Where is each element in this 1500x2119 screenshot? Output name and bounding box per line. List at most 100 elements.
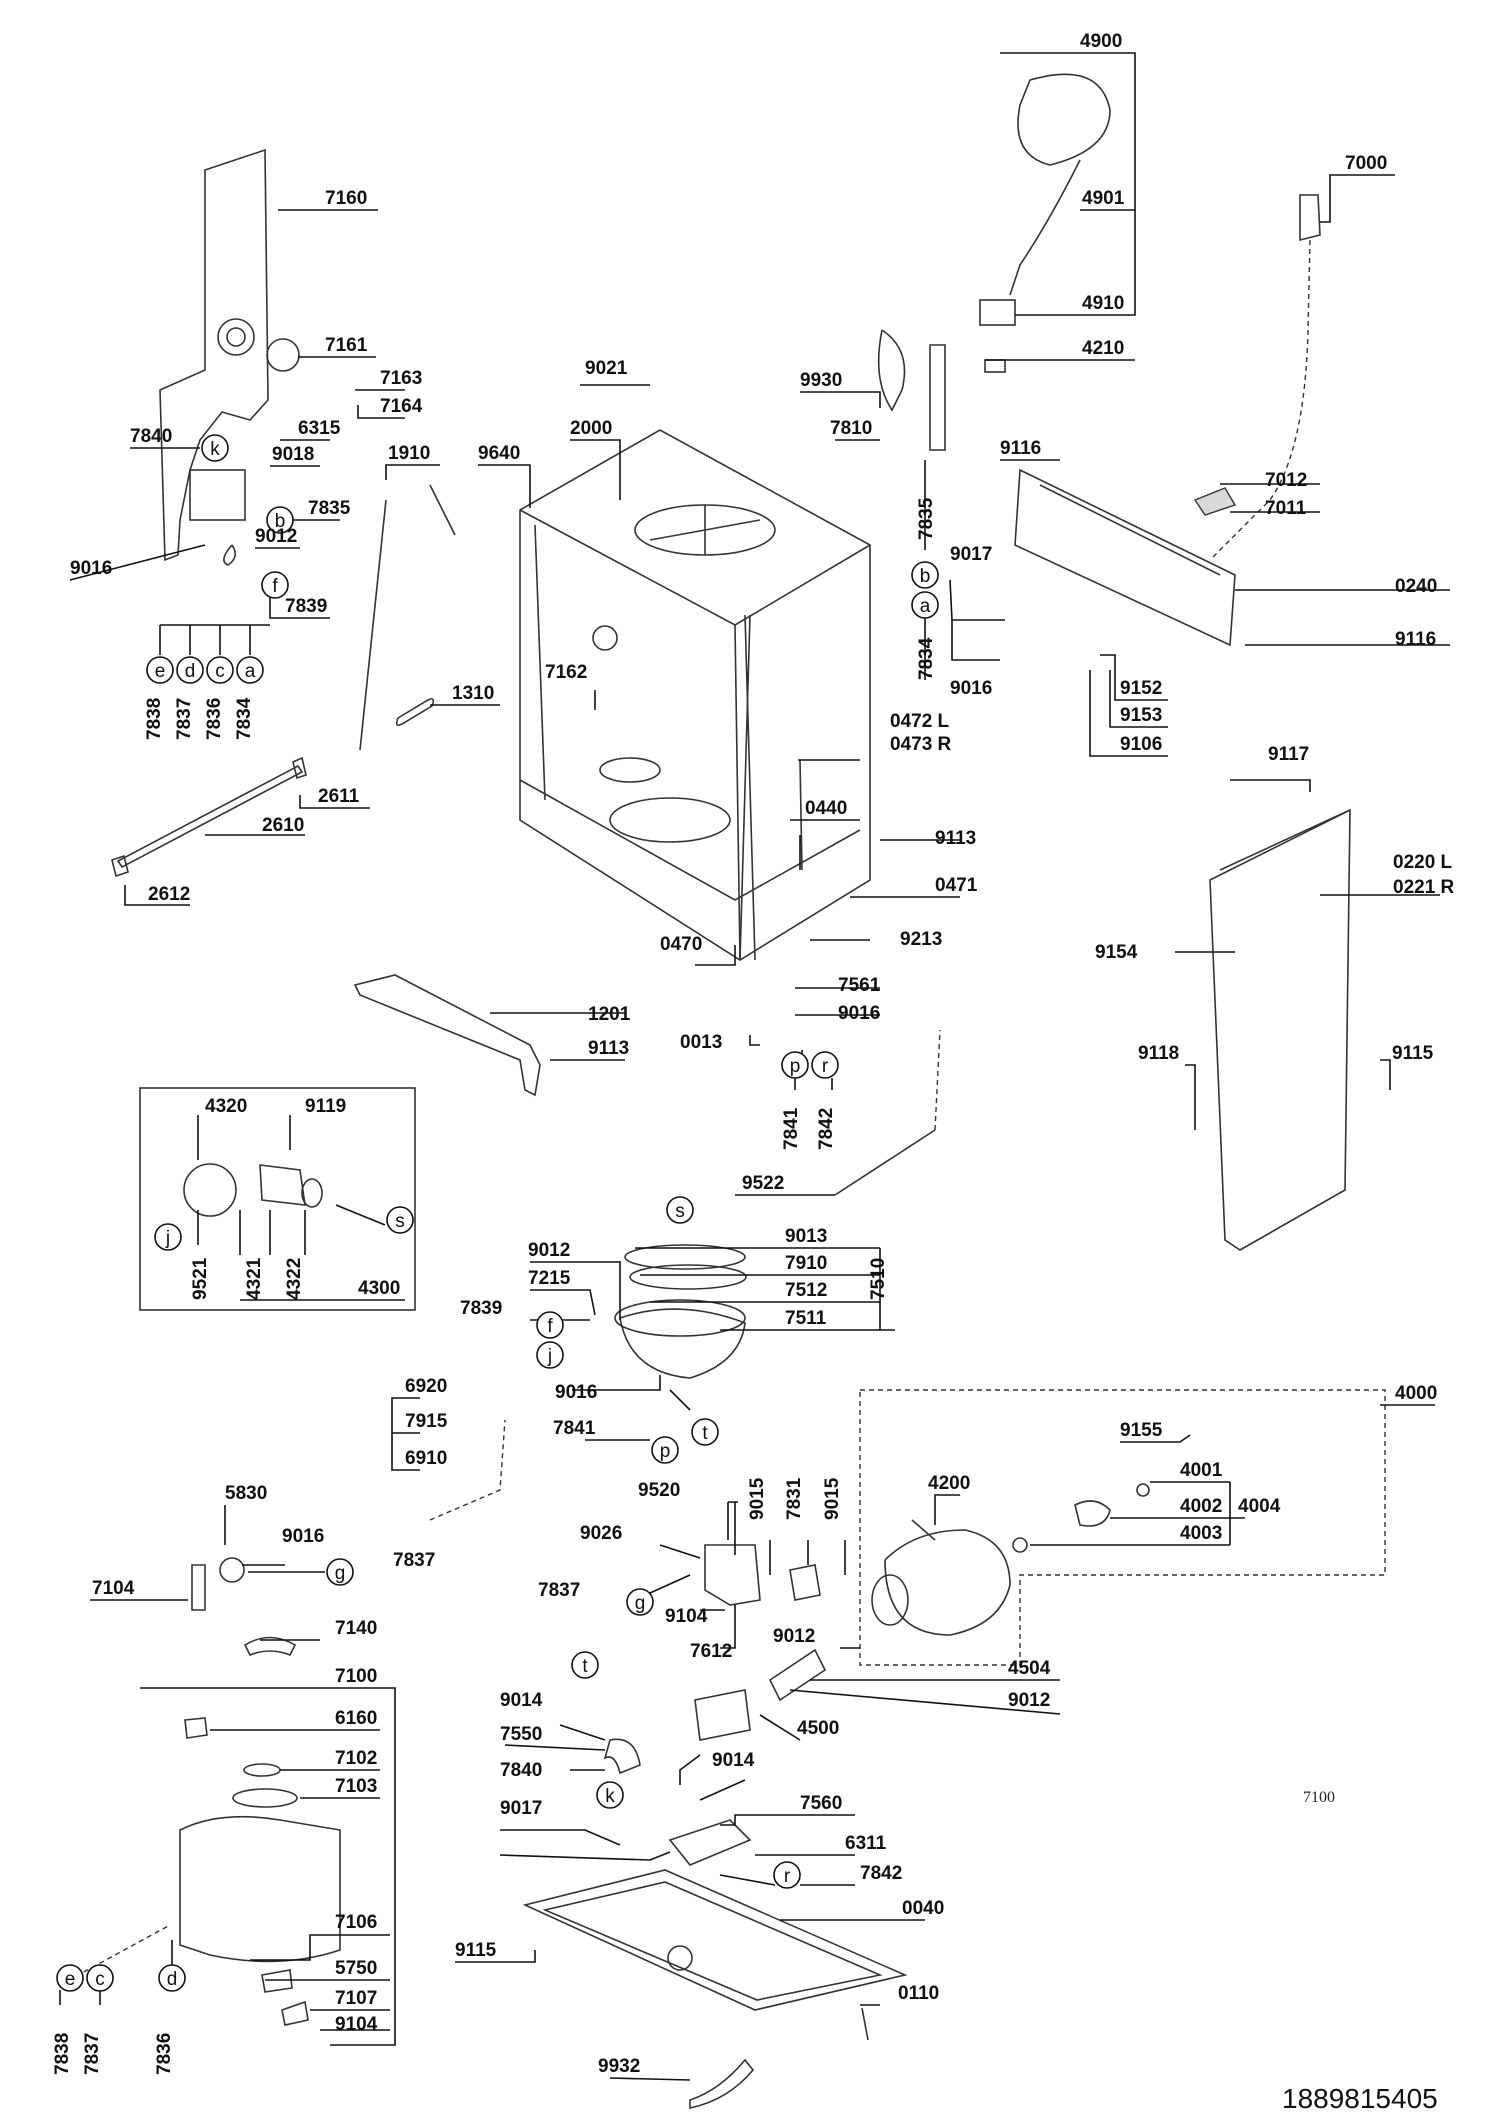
part-4901-cable [1009, 159, 1081, 296]
label-7140: 7140 [335, 1618, 377, 1639]
label-7836-top: 7836 [204, 698, 225, 740]
label-6920: 6920 [405, 1376, 447, 1397]
part-7161-ring [266, 338, 300, 372]
label-2610: 2610 [262, 815, 304, 836]
label-9016-mid: 9016 [838, 1003, 880, 1024]
svg-text:j: j [165, 1228, 170, 1249]
part-number-labels: 4900 4901 4910 4210 7000 7160 7161 7163 … [52, 31, 1455, 2077]
label-4320: 4320 [205, 1096, 247, 1117]
label-5830: 5830 [225, 1483, 267, 1504]
part-7910-ring [629, 1264, 747, 1290]
part-2610-strip [116, 764, 304, 869]
label-9012-motor: 9012 [1008, 1690, 1050, 1711]
part-0240-rail-inner [1039, 484, 1221, 576]
part-4002-impeller [1074, 1500, 1111, 1527]
part-7550-elbow [603, 1738, 641, 1775]
label-7837-bottom: 7837 [82, 2033, 103, 2075]
label-9118: 9118 [1138, 1043, 1179, 1064]
label-7915: 7915 [405, 1411, 448, 1432]
svg-text:t: t [582, 1656, 588, 1677]
part-4200-shaft [911, 1519, 936, 1541]
part-4321-elbow [259, 1164, 306, 1206]
part-0440-spring [799, 759, 803, 871]
label-9213: 9213 [900, 929, 942, 950]
callout-g-2: g [626, 1588, 654, 1616]
label-9021: 9021 [585, 358, 628, 379]
label-2612: 2612 [148, 884, 190, 905]
label-0013: 0013 [680, 1032, 722, 1053]
label-4003: 4003 [1180, 1523, 1222, 1544]
leader-lines [59, 52, 1450, 2081]
label-9155: 9155 [1120, 1420, 1163, 1441]
label-7838-top: 7838 [144, 698, 165, 740]
part-7140-cap [243, 1636, 297, 1657]
label-7831: 7831 [784, 1477, 805, 1520]
label-9014-bottom: 9014 [712, 1750, 755, 1771]
part-1310-clip [395, 698, 435, 726]
svg-text:r: r [822, 1056, 829, 1077]
label-7104: 7104 [92, 1578, 135, 1599]
part-0240-rail [1014, 468, 1236, 647]
label-4504: 4504 [1008, 1658, 1051, 1679]
label-7612: 7612 [690, 1641, 732, 1662]
part-7103-ring [232, 1788, 298, 1808]
label-0470: 0470 [660, 934, 702, 955]
label-9521: 9521 [190, 1257, 211, 1300]
label-4002: 4002 [1180, 1496, 1222, 1517]
label-7160: 7160 [325, 188, 367, 209]
svg-text:s: s [675, 1201, 685, 1222]
label-9154: 9154 [1095, 942, 1138, 963]
callout-b-1: b [266, 506, 294, 534]
label-9014-top: 9014 [500, 1690, 543, 1711]
callout-r-1: r [811, 1051, 839, 1079]
label-4910: 4910 [1082, 293, 1124, 314]
part-6910-hose-dash [429, 1419, 506, 1521]
label-7000: 7000 [1345, 153, 1387, 174]
callout-f-2: f [536, 1311, 564, 1339]
part-2612-end [111, 854, 129, 878]
label-7838-bottom: 7838 [52, 2033, 73, 2075]
label-7836-bottom: 7836 [154, 2033, 175, 2075]
callout-k-1: k [201, 434, 229, 462]
svg-text:b: b [275, 511, 286, 532]
label-9012-lower: 9012 [773, 1626, 815, 1647]
callout-j-2: j [536, 1341, 564, 1369]
part-7511-sump-top [614, 1299, 746, 1337]
label-9115-right: 9115 [1392, 1043, 1434, 1064]
label-4322: 4322 [284, 1258, 305, 1300]
label-0040: 0040 [902, 1898, 944, 1919]
svg-text:c: c [95, 1969, 105, 1990]
label-9013: 9013 [785, 1226, 827, 1247]
part-7840-block [189, 469, 246, 521]
svg-text:a: a [920, 596, 931, 617]
callout-s-2: s [666, 1196, 694, 1224]
svg-text:a: a [245, 661, 256, 682]
part-7000-hose [1209, 239, 1311, 561]
label-9115-bottom: 9115 [455, 1940, 497, 1961]
part-9522-hose [834, 1129, 936, 1196]
svg-text:b: b [920, 566, 931, 587]
label-7162: 7162 [545, 662, 587, 683]
callout-p-2: p [651, 1436, 679, 1464]
callout-a-1: a [236, 656, 264, 684]
label-7163: 7163 [380, 368, 422, 389]
part-0040-base-inner [542, 1881, 883, 2001]
label-9017-top: 9017 [950, 544, 992, 565]
part-4003-seal [1012, 1537, 1028, 1553]
label-7834-right: 7834 [916, 637, 937, 680]
callout-c-2: c [86, 1964, 114, 1992]
callout-d-1: d [176, 656, 204, 684]
label-7835-left: 7835 [308, 498, 351, 519]
svg-text:c: c [215, 661, 225, 682]
label-5750: 5750 [335, 1958, 377, 1979]
label-2611: 2611 [318, 786, 360, 807]
label-7103: 7103 [335, 1776, 377, 1797]
part-2000-tub [519, 429, 871, 961]
callout-g-1: g [326, 1558, 354, 1586]
part-4504-face [871, 1574, 909, 1626]
part-9522-hose-dash [934, 1029, 941, 1131]
label-9153: 9153 [1120, 705, 1162, 726]
label-4321: 4321 [244, 1257, 265, 1300]
label-9015-left: 9015 [747, 1477, 768, 1520]
